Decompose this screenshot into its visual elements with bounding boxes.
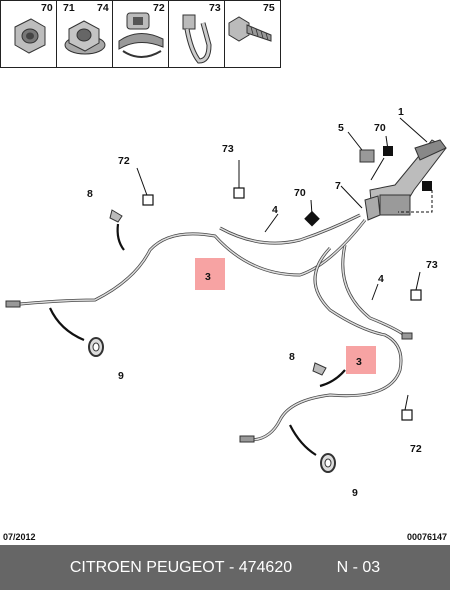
- dashed-link-line: [398, 190, 433, 213]
- clamp-9-right: [320, 453, 336, 473]
- bolt-8-left: [109, 209, 123, 223]
- leader-arrows: [48, 223, 346, 456]
- diagram-date: 07/2012: [3, 532, 36, 542]
- footer-sheet: N - 03: [336, 558, 381, 576]
- flange-nut-icon: [64, 20, 106, 55]
- callout-1: 1: [398, 106, 404, 118]
- callout-3: 3: [205, 271, 211, 283]
- part-number-label: 72: [153, 2, 165, 14]
- hex-nut-icon: [14, 18, 46, 54]
- callout-9: 9: [118, 370, 124, 382]
- footer-title-bar: CITROEN PEUGEOT - 474620 N - 03: [0, 545, 450, 590]
- marker-squares: [142, 187, 422, 421]
- callout-8: 8: [289, 351, 295, 363]
- callout-72: 72: [410, 443, 422, 455]
- bolt-icon: [228, 16, 272, 42]
- secondary-cable: [219, 213, 410, 340]
- footer-brand: CITROEN PEUGEOT: [69, 558, 225, 576]
- highlight-part-3-lower: [346, 346, 376, 374]
- callout-4: 4: [272, 204, 278, 216]
- diagram-reference: 00076147: [406, 532, 447, 542]
- callout-7: 7: [335, 180, 341, 192]
- handbrake-lever[interactable]: [364, 139, 447, 221]
- marker-black-squares: [304, 146, 432, 227]
- clip-nut-icon: [118, 12, 164, 58]
- bolt-8-right: [312, 362, 327, 376]
- part-number-label: 71: [63, 2, 75, 14]
- parts-cell-clip-nut[interactable]: 72: [113, 1, 169, 67]
- callout-9: 9: [352, 487, 358, 499]
- callout-5: 5: [338, 122, 344, 134]
- parts-legend-strip: 70 71 74 72 73 75: [0, 0, 281, 68]
- cable-end-fitting: [5, 300, 413, 443]
- footer-part-number: 474620: [238, 558, 293, 576]
- cable-tie-icon: [182, 14, 212, 64]
- footer-separator: -: [224, 558, 239, 576]
- lever-switch: [359, 149, 375, 163]
- callout-73: 73: [222, 143, 234, 155]
- part-number-label: 70: [41, 2, 53, 14]
- parts-cell-cable-tie[interactable]: 73: [169, 1, 225, 67]
- callout-3: 3: [356, 356, 362, 368]
- callout-70: 70: [294, 187, 306, 199]
- part-number-label: 73: [209, 2, 221, 14]
- part-number-label: 75: [263, 2, 275, 14]
- callout-73: 73: [426, 259, 438, 271]
- highlight-part-3-upper: [195, 258, 225, 290]
- parts-cell-bolt[interactable]: 75: [225, 1, 280, 67]
- primary-cable: [9, 219, 403, 442]
- callout-8: 8: [87, 188, 93, 200]
- clamp-9-left: [88, 337, 104, 357]
- callout-70: 70: [374, 122, 386, 134]
- footer-gap: [292, 559, 336, 577]
- parts-cell-hex-nut[interactable]: 70: [1, 1, 57, 67]
- cable-assembly-diagram: 1 5 70 70 72 72 73 73 8 8 7 4 4 3 3 9 9: [5, 106, 447, 499]
- callout-72: 72: [118, 155, 130, 167]
- parts-cell-flange-nut[interactable]: 71 74: [57, 1, 113, 67]
- callout-4: 4: [378, 273, 384, 285]
- leader-lines: [136, 117, 428, 411]
- part-number-label: 74: [97, 2, 109, 14]
